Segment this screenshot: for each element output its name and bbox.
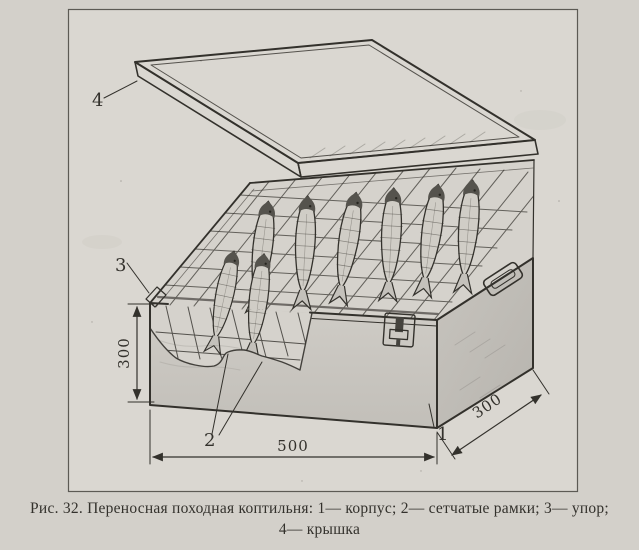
lid-inner-panel <box>150 44 520 159</box>
callout-lid: 4 <box>92 80 138 111</box>
caption-line-1: Рис. 32. Переносная походная коптильня: … <box>30 500 609 517</box>
callout-body: 1 <box>428 403 448 445</box>
handle <box>482 261 524 297</box>
dim-width-label: 500 <box>277 437 309 455</box>
lid-edge-left <box>134 61 302 178</box>
dimension-height: 300 <box>115 303 155 403</box>
callout-stop-number: 3 <box>115 255 126 276</box>
scan-specks <box>91 60 560 482</box>
scan-smudge <box>82 235 122 249</box>
callout-frames-number: 2 <box>204 430 215 451</box>
smoker-lid <box>134 39 539 178</box>
tear-edge <box>149 312 313 371</box>
lid-shading <box>309 131 486 159</box>
callout-body-number: 1 <box>437 424 448 445</box>
callout-stop: 3 <box>115 255 150 294</box>
scan-smudge <box>514 110 566 130</box>
callout-lid-number: 4 <box>92 90 103 111</box>
callout-frames: 2 <box>204 353 263 451</box>
dim-height-label: 300 <box>115 337 133 369</box>
caption-line-2: 4— крышка <box>278 521 361 538</box>
figure-caption: Рис. 32. Переносная походная коптильня: … <box>0 498 639 540</box>
clasp <box>382 312 416 348</box>
body-right-face <box>437 258 533 428</box>
dimension-width: 500 <box>149 409 438 465</box>
